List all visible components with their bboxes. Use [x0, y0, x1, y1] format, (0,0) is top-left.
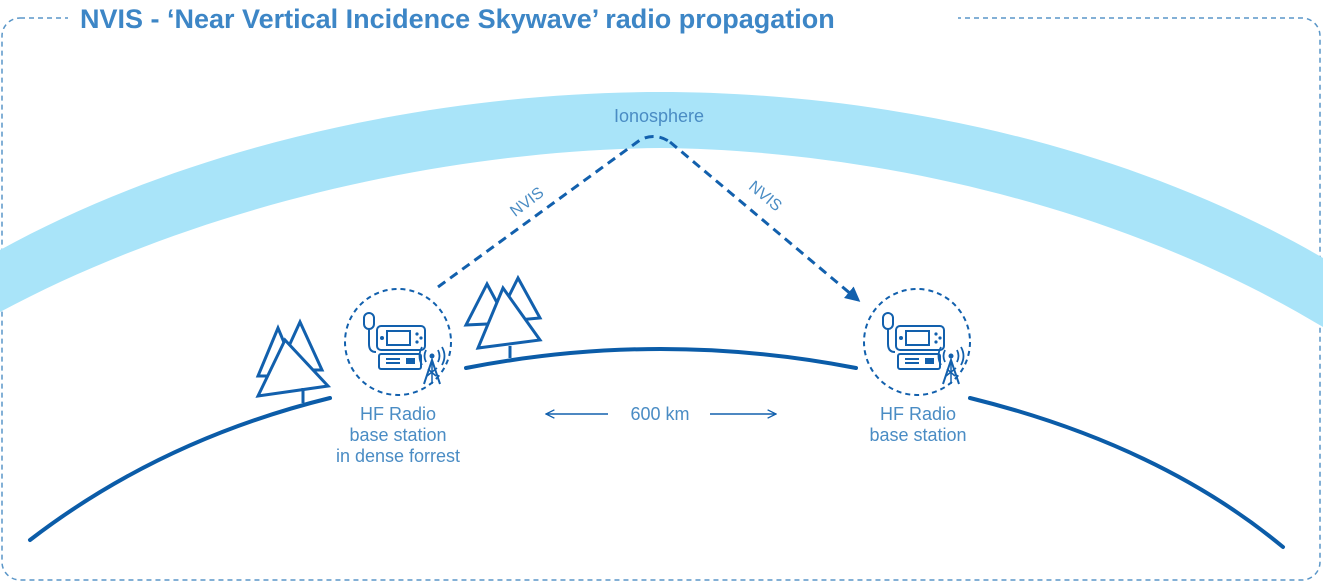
tree-icon [255, 318, 332, 403]
ionosphere-label: Ionosphere [614, 106, 704, 126]
earth-curve-middle [464, 347, 858, 370]
right-station-label-line1: HF Radio [880, 404, 956, 424]
left-station-label-line3: in dense forrest [336, 446, 460, 466]
right-station-label-line2: base station [869, 425, 966, 445]
tree-icon [463, 274, 543, 358]
distance-label: 600 km [630, 404, 689, 424]
nvis-path-down [669, 140, 861, 302]
left-station-label-line2: base station [349, 425, 446, 445]
right-station-icon [863, 288, 971, 396]
page-title: NVIS - ‘Near Vertical Incidence Skywave’… [80, 4, 835, 34]
ionosphere-band [0, 92, 1323, 327]
left-station-label-line1: HF Radio [360, 404, 436, 424]
nvis-path-up [437, 135, 671, 289]
earth-curve-left [28, 396, 332, 542]
nvis-up-label: NVIS [507, 184, 547, 220]
left-station-icon [344, 288, 452, 396]
earth-curve-right [968, 396, 1285, 549]
